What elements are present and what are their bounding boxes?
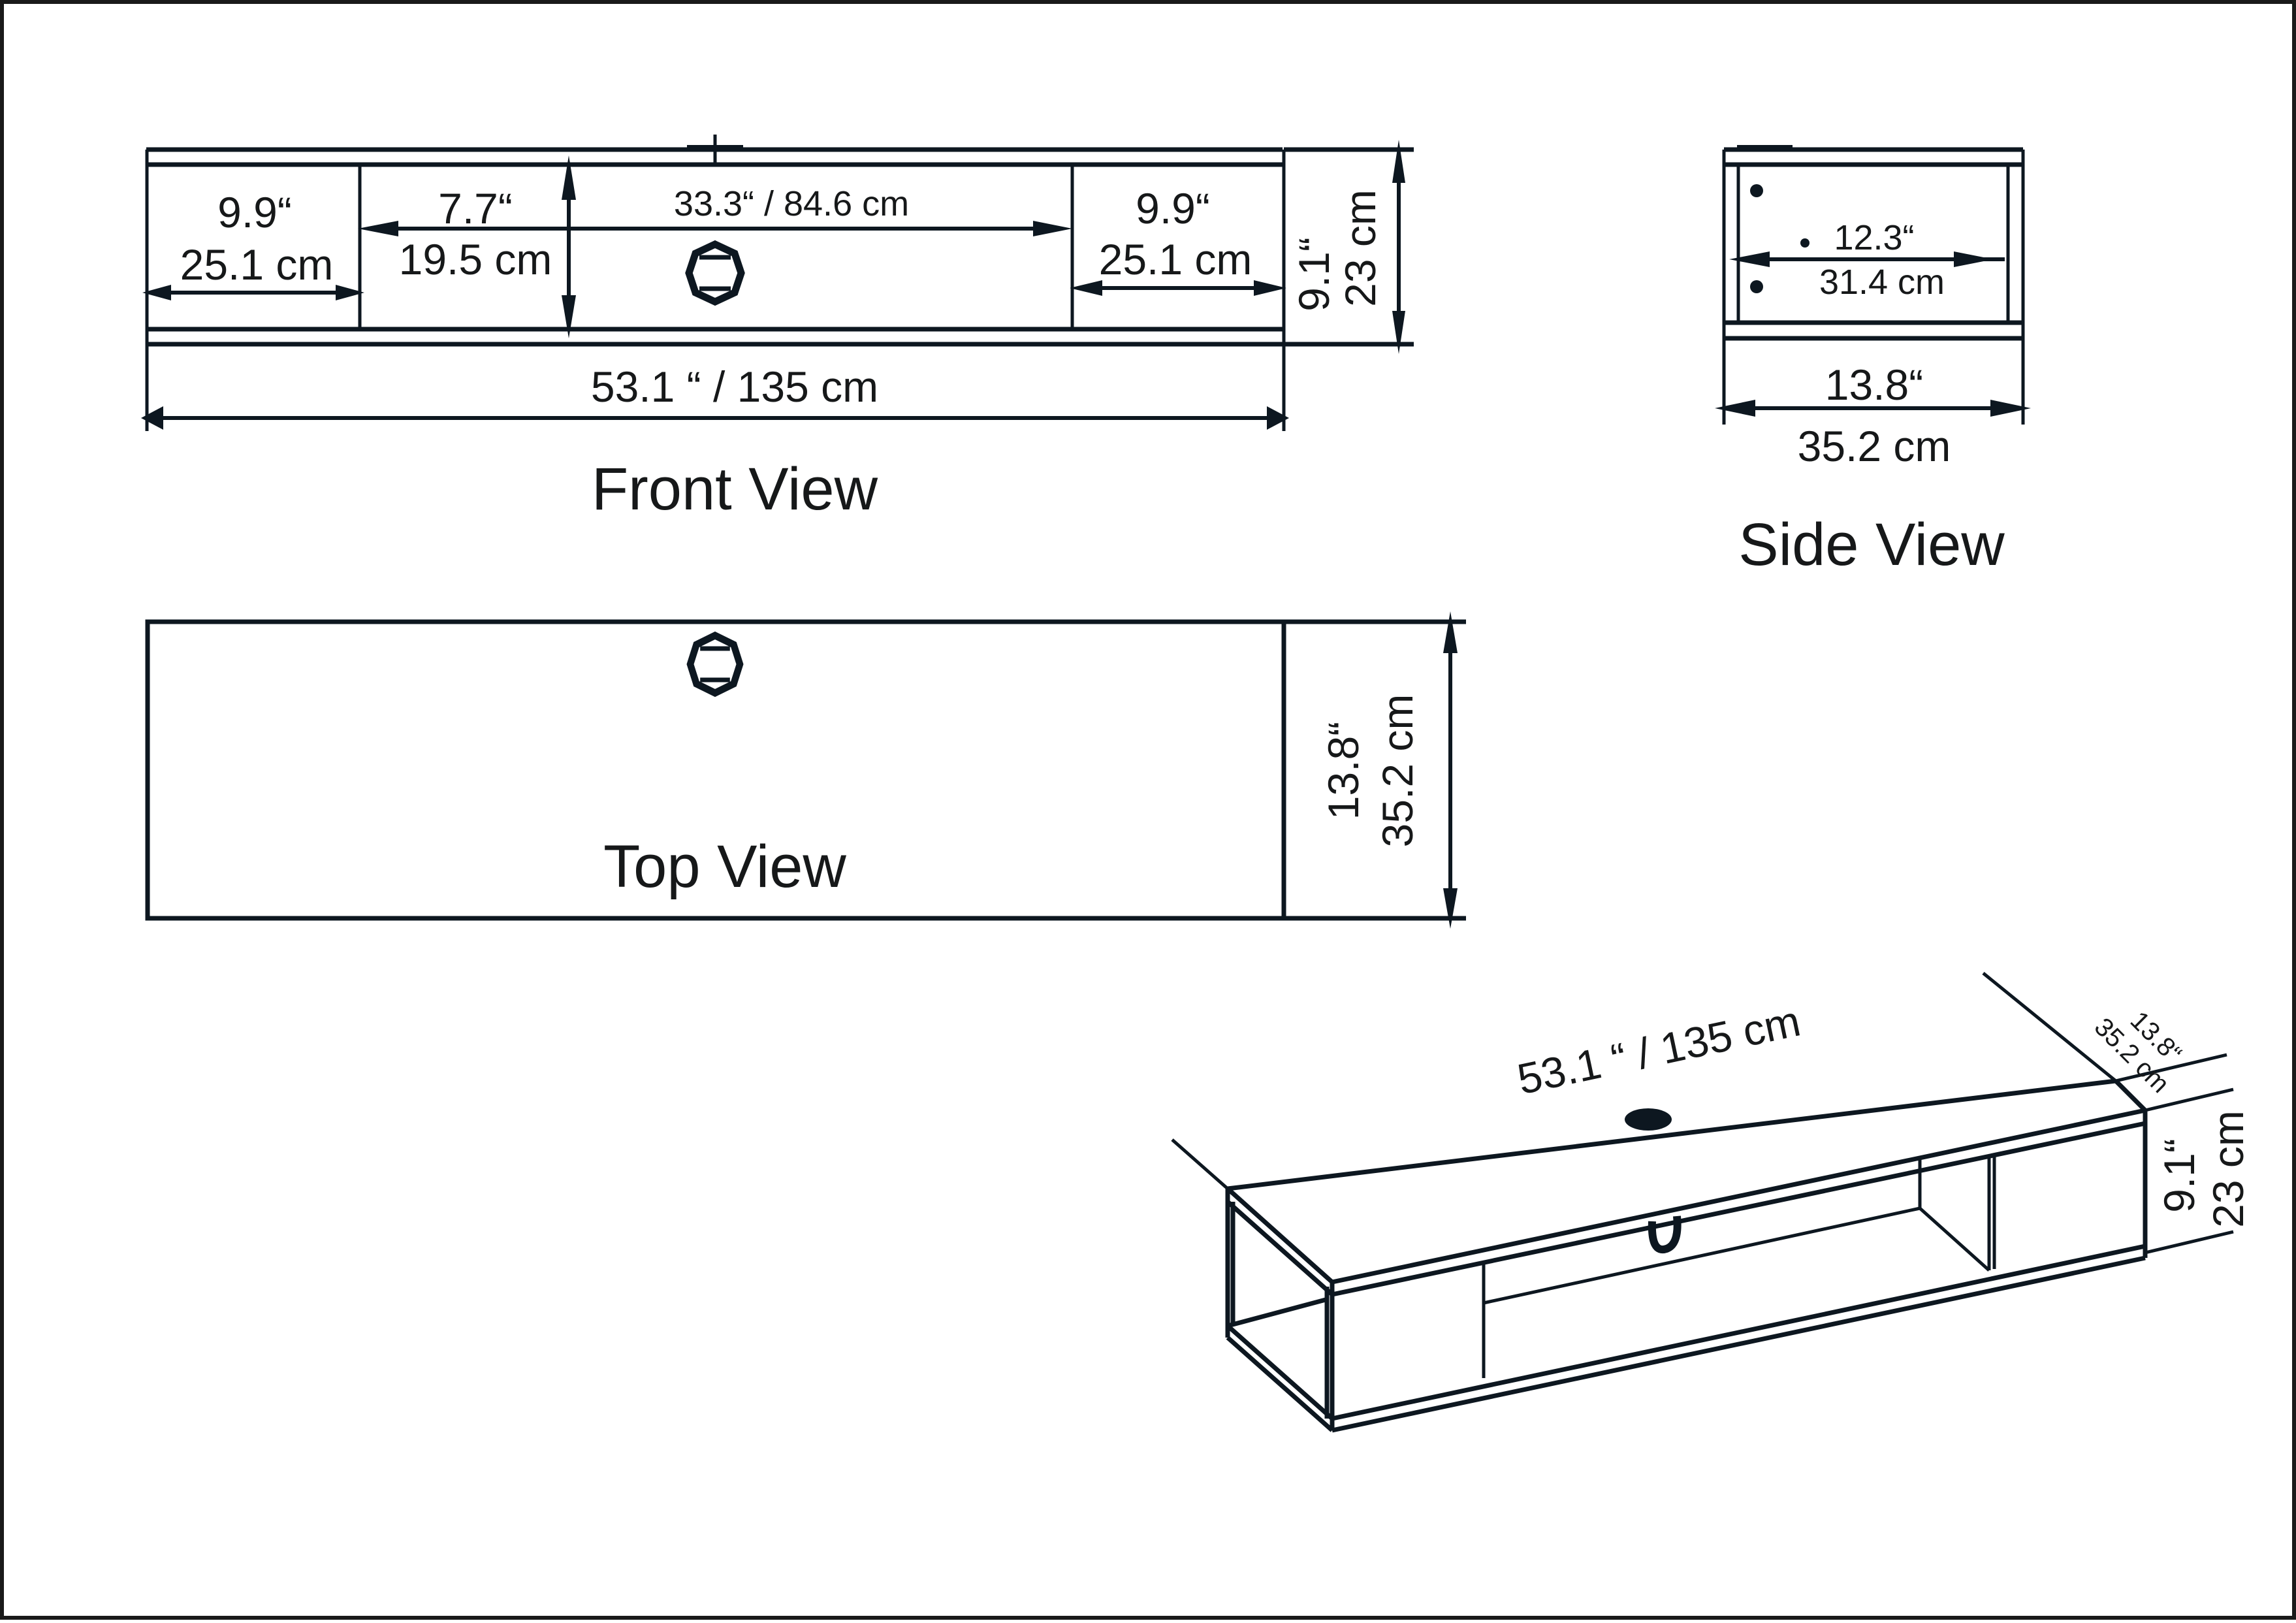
front-center-width: 33.3“ / 84.6 cm — [674, 184, 909, 223]
front-overall-width: 53.1 “ / 135 cm — [591, 362, 878, 411]
front-view: 9.9“ 25.1 cm 7.7“ 19.5 cm 33.3“ / 84.6 c… — [141, 135, 1414, 522]
top-view-caption: Top View — [603, 833, 846, 900]
top-depth-inch: 13.8“ — [1319, 722, 1367, 820]
isometric-view: 53.1 “ / 135 cm 13.8“ 35.2 cm 9.1“ 23 cm — [1171, 972, 2252, 1433]
cable-hole-icon — [689, 244, 741, 302]
cable-hole-icon — [690, 635, 740, 693]
front-right-width-inch: 9.9“ — [1136, 184, 1210, 233]
iso-height-cm: 23 cm — [2204, 1110, 2252, 1228]
iso-width: 53.1 “ / 135 cm — [1513, 997, 1804, 1104]
front-center-height-cm: 19.5 cm — [399, 235, 552, 283]
iso-height-inch: 9.1“ — [2155, 1138, 2203, 1213]
side-view-caption: Side View — [1738, 511, 2005, 578]
front-left-width-inch: 9.9“ — [217, 188, 292, 236]
front-height-cm: 23 cm — [1336, 189, 1384, 307]
side-inner-depth-inch: 12.3“ — [1834, 218, 1914, 257]
front-view-caption: Front View — [592, 456, 878, 522]
front-center-height-inch: 7.7“ — [438, 184, 513, 233]
side-view: 12.3“ 31.4 cm 13.8“ 35.2 cm Side View — [1715, 145, 2031, 578]
side-depth-cm: 35.2 cm — [1798, 422, 1951, 470]
front-right-width-cm: 25.1 cm — [1099, 235, 1252, 283]
top-view: 13.8“ 35.2 cm Top View — [145, 611, 1466, 929]
side-depth-inch: 13.8“ — [1825, 361, 1923, 409]
cable-hole-icon — [1648, 1215, 1682, 1254]
side-inner-depth-cm: 31.4 cm — [1819, 263, 1945, 302]
front-left-width-cm: 25.1 cm — [180, 240, 334, 289]
cable-hole-icon — [1625, 1108, 1672, 1131]
front-height-inch: 9.1“ — [1290, 237, 1338, 312]
top-depth-cm: 35.2 cm — [1373, 694, 1422, 848]
